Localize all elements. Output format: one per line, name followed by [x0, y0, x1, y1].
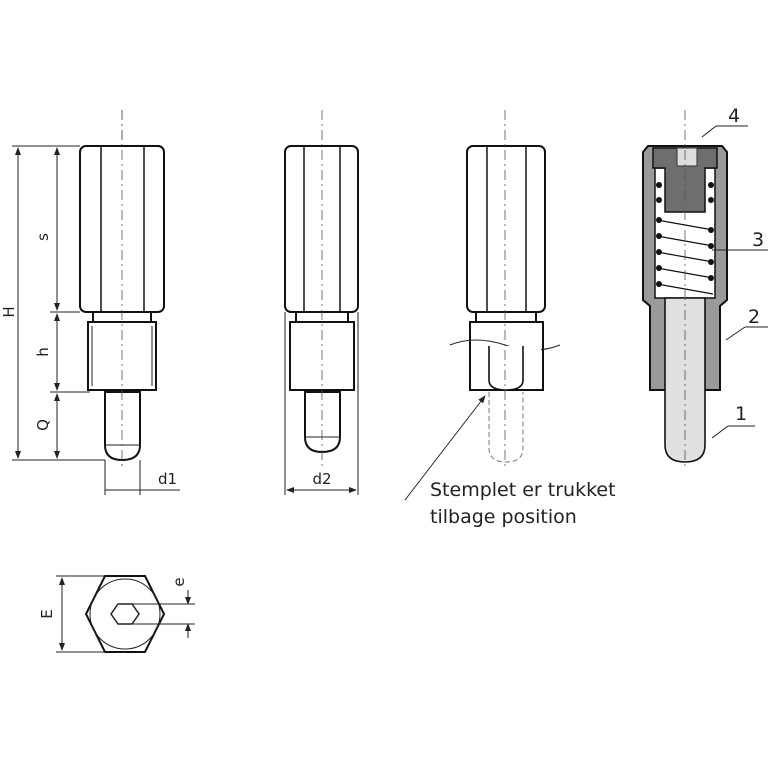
- callout-2: 2: [748, 306, 760, 328]
- callout-1: 1: [735, 403, 747, 425]
- dim-d2: d2: [312, 470, 331, 488]
- note-line-1: Stemplet er trukket: [430, 479, 616, 501]
- dim-h: h: [34, 347, 52, 357]
- dim-E: E: [38, 609, 56, 618]
- side-view-extended: H s h Q d1: [0, 110, 180, 495]
- side-view-retracted: Stemplet er trukket tilbage position: [404, 110, 616, 528]
- side-view-plain: d2: [284, 110, 359, 495]
- dim-Q: Q: [34, 419, 52, 431]
- dim-H: H: [0, 306, 18, 317]
- dim-s: s: [34, 233, 52, 241]
- callout-3: 3: [752, 229, 764, 251]
- callout-4: 4: [728, 105, 740, 127]
- section-view: 4 3 2 1: [642, 105, 768, 470]
- note-line-2: tilbage position: [430, 506, 577, 528]
- top-view: E e: [38, 575, 195, 653]
- dim-e: e: [170, 577, 188, 586]
- dim-d1: d1: [158, 470, 177, 488]
